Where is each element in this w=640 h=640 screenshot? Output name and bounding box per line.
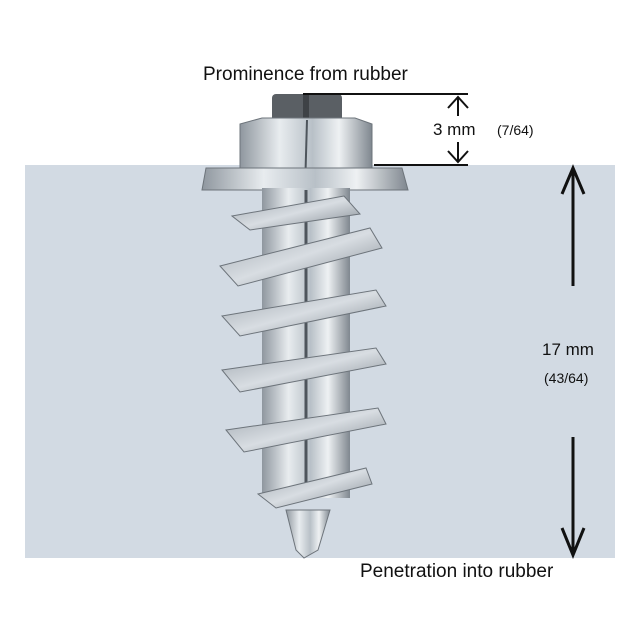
tip bbox=[285, 509, 331, 559]
prominence-imperial-label: (7/64) bbox=[497, 122, 534, 138]
flange bbox=[201, 167, 409, 191]
penetration-metric-label: 17 mm bbox=[542, 340, 594, 359]
prominence-title: Prominence from rubber bbox=[203, 64, 408, 85]
penetration-title: Penetration into rubber bbox=[360, 561, 554, 582]
penetration-dimension bbox=[560, 164, 586, 559]
prominence-metric-label: 3 mm bbox=[433, 120, 476, 139]
threads bbox=[219, 195, 387, 509]
prominence-dimension bbox=[303, 93, 469, 166]
penetration-imperial-label: (43/64) bbox=[544, 370, 589, 386]
